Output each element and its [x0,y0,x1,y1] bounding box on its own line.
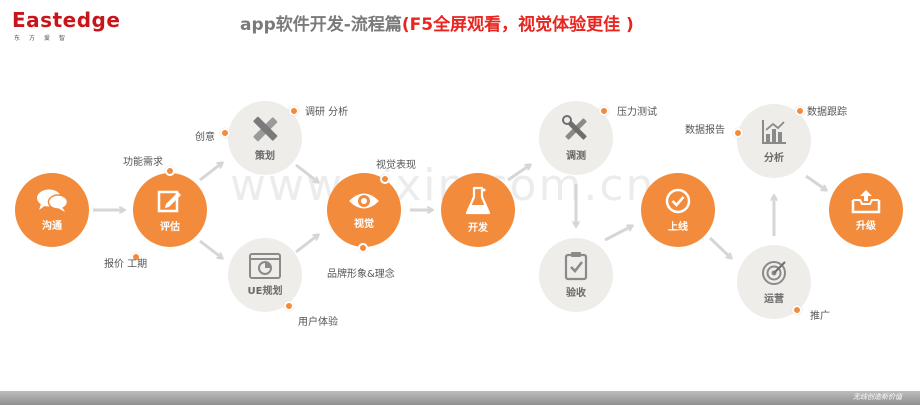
node-label: 分析 [764,153,784,164]
arrow-analyze-upgrade [805,174,826,190]
flask-icon [465,186,491,215]
node-analyze[interactable]: 分析 [737,104,811,178]
chat-bubbles-icon [37,189,69,212]
node-label: 调测 [566,151,586,162]
logo: Eastedge 东方爱智 [12,8,120,42]
arrow-accept-launch [604,226,632,242]
annotation-promote: 推广 [810,311,830,322]
page-title: app软件开发-流程篇(F5全屏观看，视觉体验更佳 ) [240,10,634,35]
annotation-dot [131,252,141,262]
node-label: 上线 [668,222,688,233]
ui-window-icon [249,253,281,279]
arrow-plan-visual [295,163,318,182]
node-label: 评估 [160,222,180,233]
node-accept[interactable]: 验收 [539,238,613,312]
node-communicate[interactable]: 沟通 [15,173,89,247]
annotation-dot [220,128,230,138]
node-label: 验收 [566,288,586,299]
annotation-dot [284,301,294,311]
footer-bar: 无线创造新价值 [0,391,920,405]
annotation-dot [165,166,175,176]
node-upgrade[interactable]: 升级 [829,173,903,247]
annotation-idea: 创意 [195,132,215,143]
annotation-user-exp: 用户体验 [298,317,338,328]
annotation-dot [358,243,368,253]
arrow-launch-operate [708,236,731,258]
edit-icon [157,190,181,213]
annotation-requirements: 功能需求 [123,157,163,168]
node-visual[interactable]: 视觉 [327,173,401,247]
node-launch[interactable]: 上线 [641,173,715,247]
node-label: 运营 [764,294,784,305]
node-label: UE规划 [247,286,283,297]
arrow-ue-visual [295,235,318,254]
title-main: app软件开发-流程篇 [240,15,402,35]
arrow-evaluate-ue [199,239,222,258]
annotation-dot [795,106,805,116]
node-label: 视觉 [354,219,374,230]
annotation-dot [733,128,743,138]
arrow-develop-debug [507,165,530,182]
annotation-stress-test: 压力测试 [617,107,657,118]
annotation-dot [599,106,609,116]
node-evaluate[interactable]: 评估 [133,173,207,247]
annotation-dot [792,305,802,315]
node-label: 策划 [255,151,275,162]
node-label: 升级 [856,221,876,232]
footer-slogan: 无线创造新价值 [853,393,902,401]
annotation-research: 调研 分析 [305,107,349,118]
annotation-visual-style: 视觉表现 [376,160,416,171]
annotation-brand: 品牌形象&理念 [327,269,395,280]
node-develop[interactable]: 开发 [441,173,515,247]
node-label: 沟通 [42,221,62,232]
logo-wordmark: Eastedge [12,8,121,32]
upload-tray-icon [851,190,881,214]
annotation-data-track: 数据跟踪 [807,107,847,118]
annotation-quote: 报价 工期 [104,259,148,270]
logo-subtitle: 东方爱智 [14,35,75,42]
bar-chart-icon [762,120,786,144]
arrow-evaluate-plan [199,163,222,182]
clipboard-check-icon [564,252,588,281]
title-highlight: (F5全屏观看，视觉体验更佳 ) [401,15,634,35]
eye-icon [349,193,379,209]
check-circle-icon [665,188,691,214]
target-icon [762,261,786,285]
node-ue[interactable]: UE规划 [228,238,302,312]
ruler-pencil-icon [253,116,278,142]
wrench-screwdriver-icon [562,115,587,140]
annotation-dot [380,174,390,184]
node-label: 开发 [468,223,488,234]
annotation-dot [289,106,299,116]
annotation-data-report: 数据报告 [685,125,725,136]
